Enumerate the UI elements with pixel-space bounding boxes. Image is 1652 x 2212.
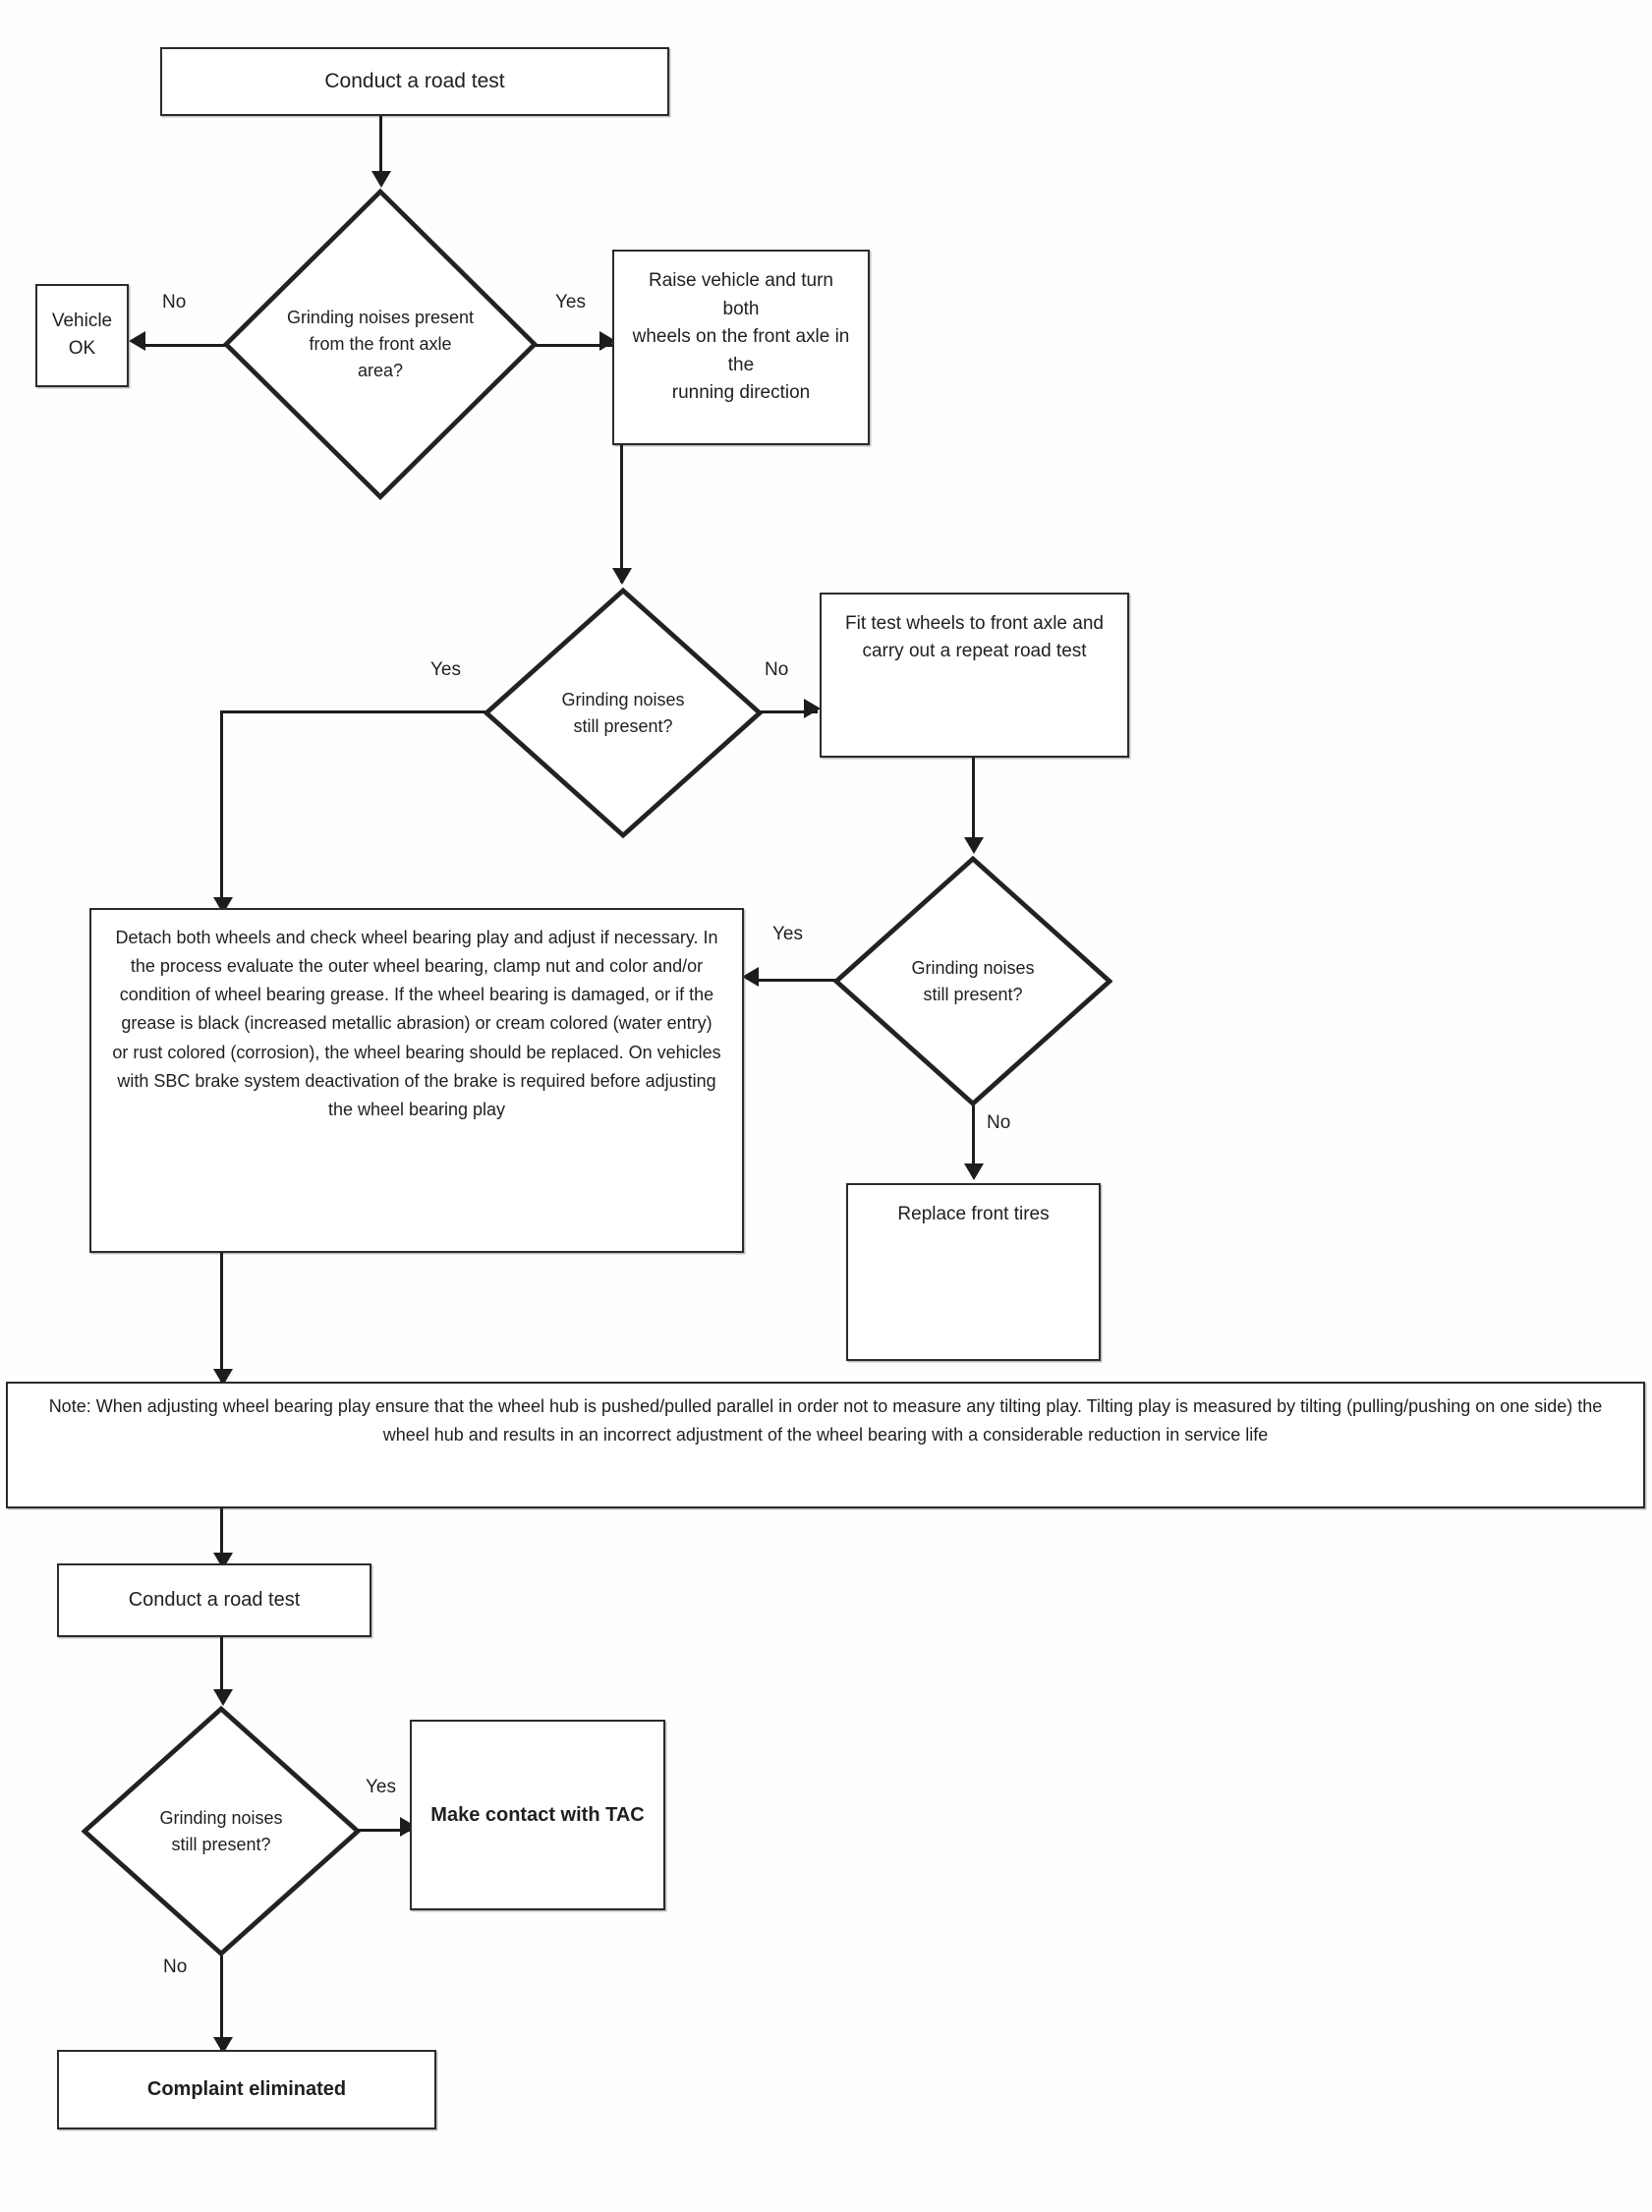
connector-raise-to-decision2 — [620, 444, 623, 584]
arrowhead-right — [599, 331, 616, 352]
arrowhead-down — [213, 1689, 233, 1707]
connector-decision4-no — [220, 1955, 223, 2051]
connector-decision2-yes-vertical — [220, 710, 223, 911]
connector-decision1-no — [145, 343, 226, 347]
arrowhead-down — [213, 2036, 233, 2054]
connector-decision3-no — [972, 1105, 975, 1178]
node-note-wheel-bearing-play[interactable]: Note: When adjusting wheel bearing play … — [6, 1382, 1645, 1508]
diamond-shape — [82, 1706, 361, 1957]
connector-detach-to-note — [220, 1252, 223, 1383]
node-conduct-road-test-2[interactable]: Conduct a road test — [57, 1562, 371, 1637]
arrowhead-right — [804, 699, 821, 719]
connector-roadtest1-to-decision1 — [379, 115, 382, 182]
node-decision-grinding-front-axle[interactable]: Grinding noises present from the front a… — [223, 188, 538, 501]
node-label: Detach both wheels and check wheel beari… — [112, 927, 721, 1119]
node-fit-test-wheels[interactable]: Fit test wheels to front axle and carry … — [820, 592, 1129, 759]
connector-decision1-yes — [536, 343, 612, 347]
node-complaint-eliminated[interactable]: Complaint eliminated — [57, 2050, 436, 2129]
arrowhead-down — [612, 568, 632, 586]
connector-decision3-yes — [759, 979, 835, 983]
node-decision-grinding-still-present-2[interactable]: Grinding noises still present? — [484, 587, 763, 839]
diamond-shape — [833, 856, 1112, 1107]
node-replace-front-tires[interactable]: Replace front tires — [846, 1182, 1101, 1361]
connector-note-to-roadtest2 — [220, 1507, 223, 1563]
node-label: Fit test wheels to front axle and carry … — [845, 612, 1104, 662]
node-decision-grinding-still-present-3[interactable]: Grinding noises still present? — [833, 855, 1112, 1107]
connector-decision2-no — [759, 710, 818, 714]
arrowhead-left — [129, 331, 145, 352]
node-label: Note: When adjusting wheel bearing play … — [48, 1396, 1603, 1445]
edge-label-no: No — [765, 658, 789, 680]
diamond-shape — [223, 189, 538, 501]
node-raise-vehicle[interactable]: Raise vehicle and turn both wheels on th… — [612, 250, 870, 445]
diamond-shape — [484, 588, 763, 839]
edge-label-yes: Yes — [366, 1776, 396, 1797]
node-detach-wheels-instructions[interactable]: Detach both wheels and check wheel beari… — [89, 907, 744, 1253]
arrowhead-down — [964, 836, 984, 854]
node-conduct-road-test-1[interactable]: Conduct a road test — [160, 47, 669, 116]
edge-label-yes: Yes — [555, 292, 586, 313]
node-label: Vehicle OK — [51, 310, 113, 360]
connector-decision2-yes-horizontal — [220, 710, 487, 714]
node-label: Replace front tires — [897, 1203, 1050, 1224]
arrowhead-down — [964, 1163, 984, 1180]
connector-decision4-yes — [357, 1829, 414, 1833]
node-label: Conduct a road test — [128, 1589, 301, 1612]
connector-roadtest2-to-decision4 — [220, 1636, 223, 1701]
connector-fittest-to-decision3 — [972, 758, 975, 851]
node-vehicle-ok[interactable]: Vehicle OK — [35, 284, 129, 387]
edge-label-yes: Yes — [772, 924, 803, 945]
node-label: Make contact with TAC — [430, 1804, 645, 1827]
edge-label-no: No — [163, 1957, 188, 1978]
edge-label-no: No — [987, 1111, 1011, 1133]
arrowhead-left — [742, 967, 759, 988]
edge-label-yes: Yes — [430, 658, 461, 680]
node-make-contact-tac[interactable]: Make contact with TAC — [410, 1720, 665, 1911]
node-decision-grinding-still-present-4[interactable]: Grinding noises still present? — [82, 1705, 361, 1957]
node-label: Raise vehicle and turn both wheels on th… — [632, 270, 850, 404]
node-label: Complaint eliminated — [146, 2078, 347, 2101]
node-label: Conduct a road test — [324, 70, 505, 93]
arrowhead-down — [213, 1368, 233, 1386]
arrowhead-down — [371, 171, 391, 189]
edge-label-no: No — [162, 292, 187, 313]
